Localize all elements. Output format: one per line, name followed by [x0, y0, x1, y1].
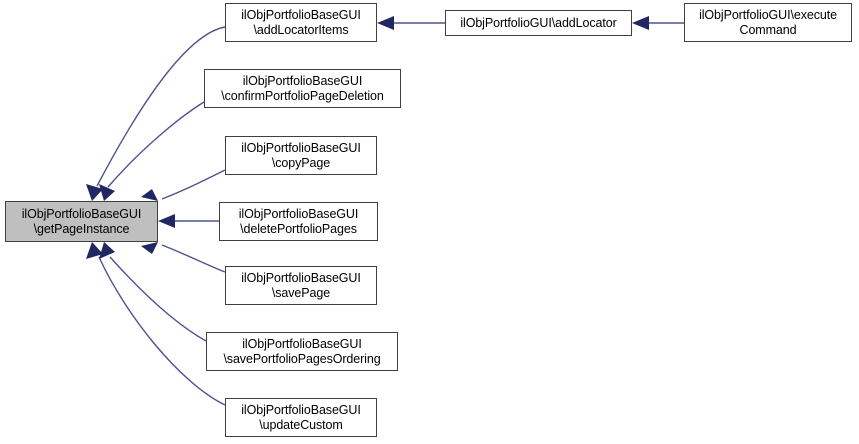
- node-label: ilObjPortfolioBaseGUI \copyPage: [241, 140, 361, 170]
- node-label: ilObjPortfolioBaseGUI \getPageInstance: [21, 206, 142, 236]
- edge-savePortfolioPagesOrdering-to-getPageInstance: [109, 256, 207, 342]
- arrowhead-addLocatorItems: [86, 184, 103, 201]
- node-confirmPortfolioPageDeletion[interactable]: ilObjPortfolioBaseGUI \confirmPortfolioP…: [204, 69, 401, 108]
- node-label: ilObjPortfolioGUI\addLocator: [460, 15, 617, 30]
- arrowhead-updateCustom: [86, 242, 103, 259]
- node-label: ilObjPortfolioBaseGUI \confirmPortfolioP…: [221, 73, 384, 103]
- node-label: ilObjPortfolioBaseGUI \savePortfolioPage…: [223, 336, 381, 366]
- arrowhead-copyPage: [141, 189, 158, 201]
- node-label: ilObjPortfolioGUI\execute Command: [699, 7, 837, 37]
- node-label: ilObjPortfolioBaseGUI \updateCustom: [241, 402, 361, 432]
- node-label: ilObjPortfolioBaseGUI \addLocatorItems: [241, 7, 361, 37]
- node-label: ilObjPortfolioBaseGUI \savePage: [241, 270, 361, 300]
- arrowhead-addLocator: [377, 16, 394, 30]
- node-updateCustom[interactable]: ilObjPortfolioBaseGUI \updateCustom: [225, 398, 377, 437]
- arrowhead-confirmPortfolioPageDeletion: [99, 184, 115, 201]
- node-executeCommand[interactable]: ilObjPortfolioGUI\execute Command: [684, 3, 852, 42]
- arrowhead-savePage: [141, 242, 158, 254]
- node-addLocatorItems[interactable]: ilObjPortfolioBaseGUI \addLocatorItems: [225, 3, 377, 42]
- node-addLocator[interactable]: ilObjPortfolioGUI\addLocator: [445, 10, 632, 36]
- arrowhead-executeCommand: [632, 16, 649, 30]
- node-copyPage[interactable]: ilObjPortfolioBaseGUI \copyPage: [225, 136, 377, 175]
- node-savePage[interactable]: ilObjPortfolioBaseGUI \savePage: [225, 266, 377, 305]
- node-getPageInstance[interactable]: ilObjPortfolioBaseGUI \getPageInstance: [5, 201, 158, 242]
- arrowhead-savePortfolioPagesOrdering: [99, 242, 115, 259]
- node-savePortfolioPagesOrdering[interactable]: ilObjPortfolioBaseGUI \savePortfolioPage…: [206, 332, 398, 371]
- node-deletePortfolioPages[interactable]: ilObjPortfolioBaseGUI \deletePortfolioPa…: [219, 202, 378, 241]
- edge-updateCustom-to-getPageInstance: [98, 256, 226, 406]
- edge-confirmPortfolioPageDeletion-to-getPageInstance: [107, 101, 205, 188]
- node-label: ilObjPortfolioBaseGUI \deletePortfolioPa…: [238, 206, 359, 236]
- edge-copyPage-to-getPageInstance: [161, 169, 226, 200]
- arrowhead-deletePortfolioPages: [158, 214, 175, 228]
- edge-savePage-to-getPageInstance: [161, 244, 226, 273]
